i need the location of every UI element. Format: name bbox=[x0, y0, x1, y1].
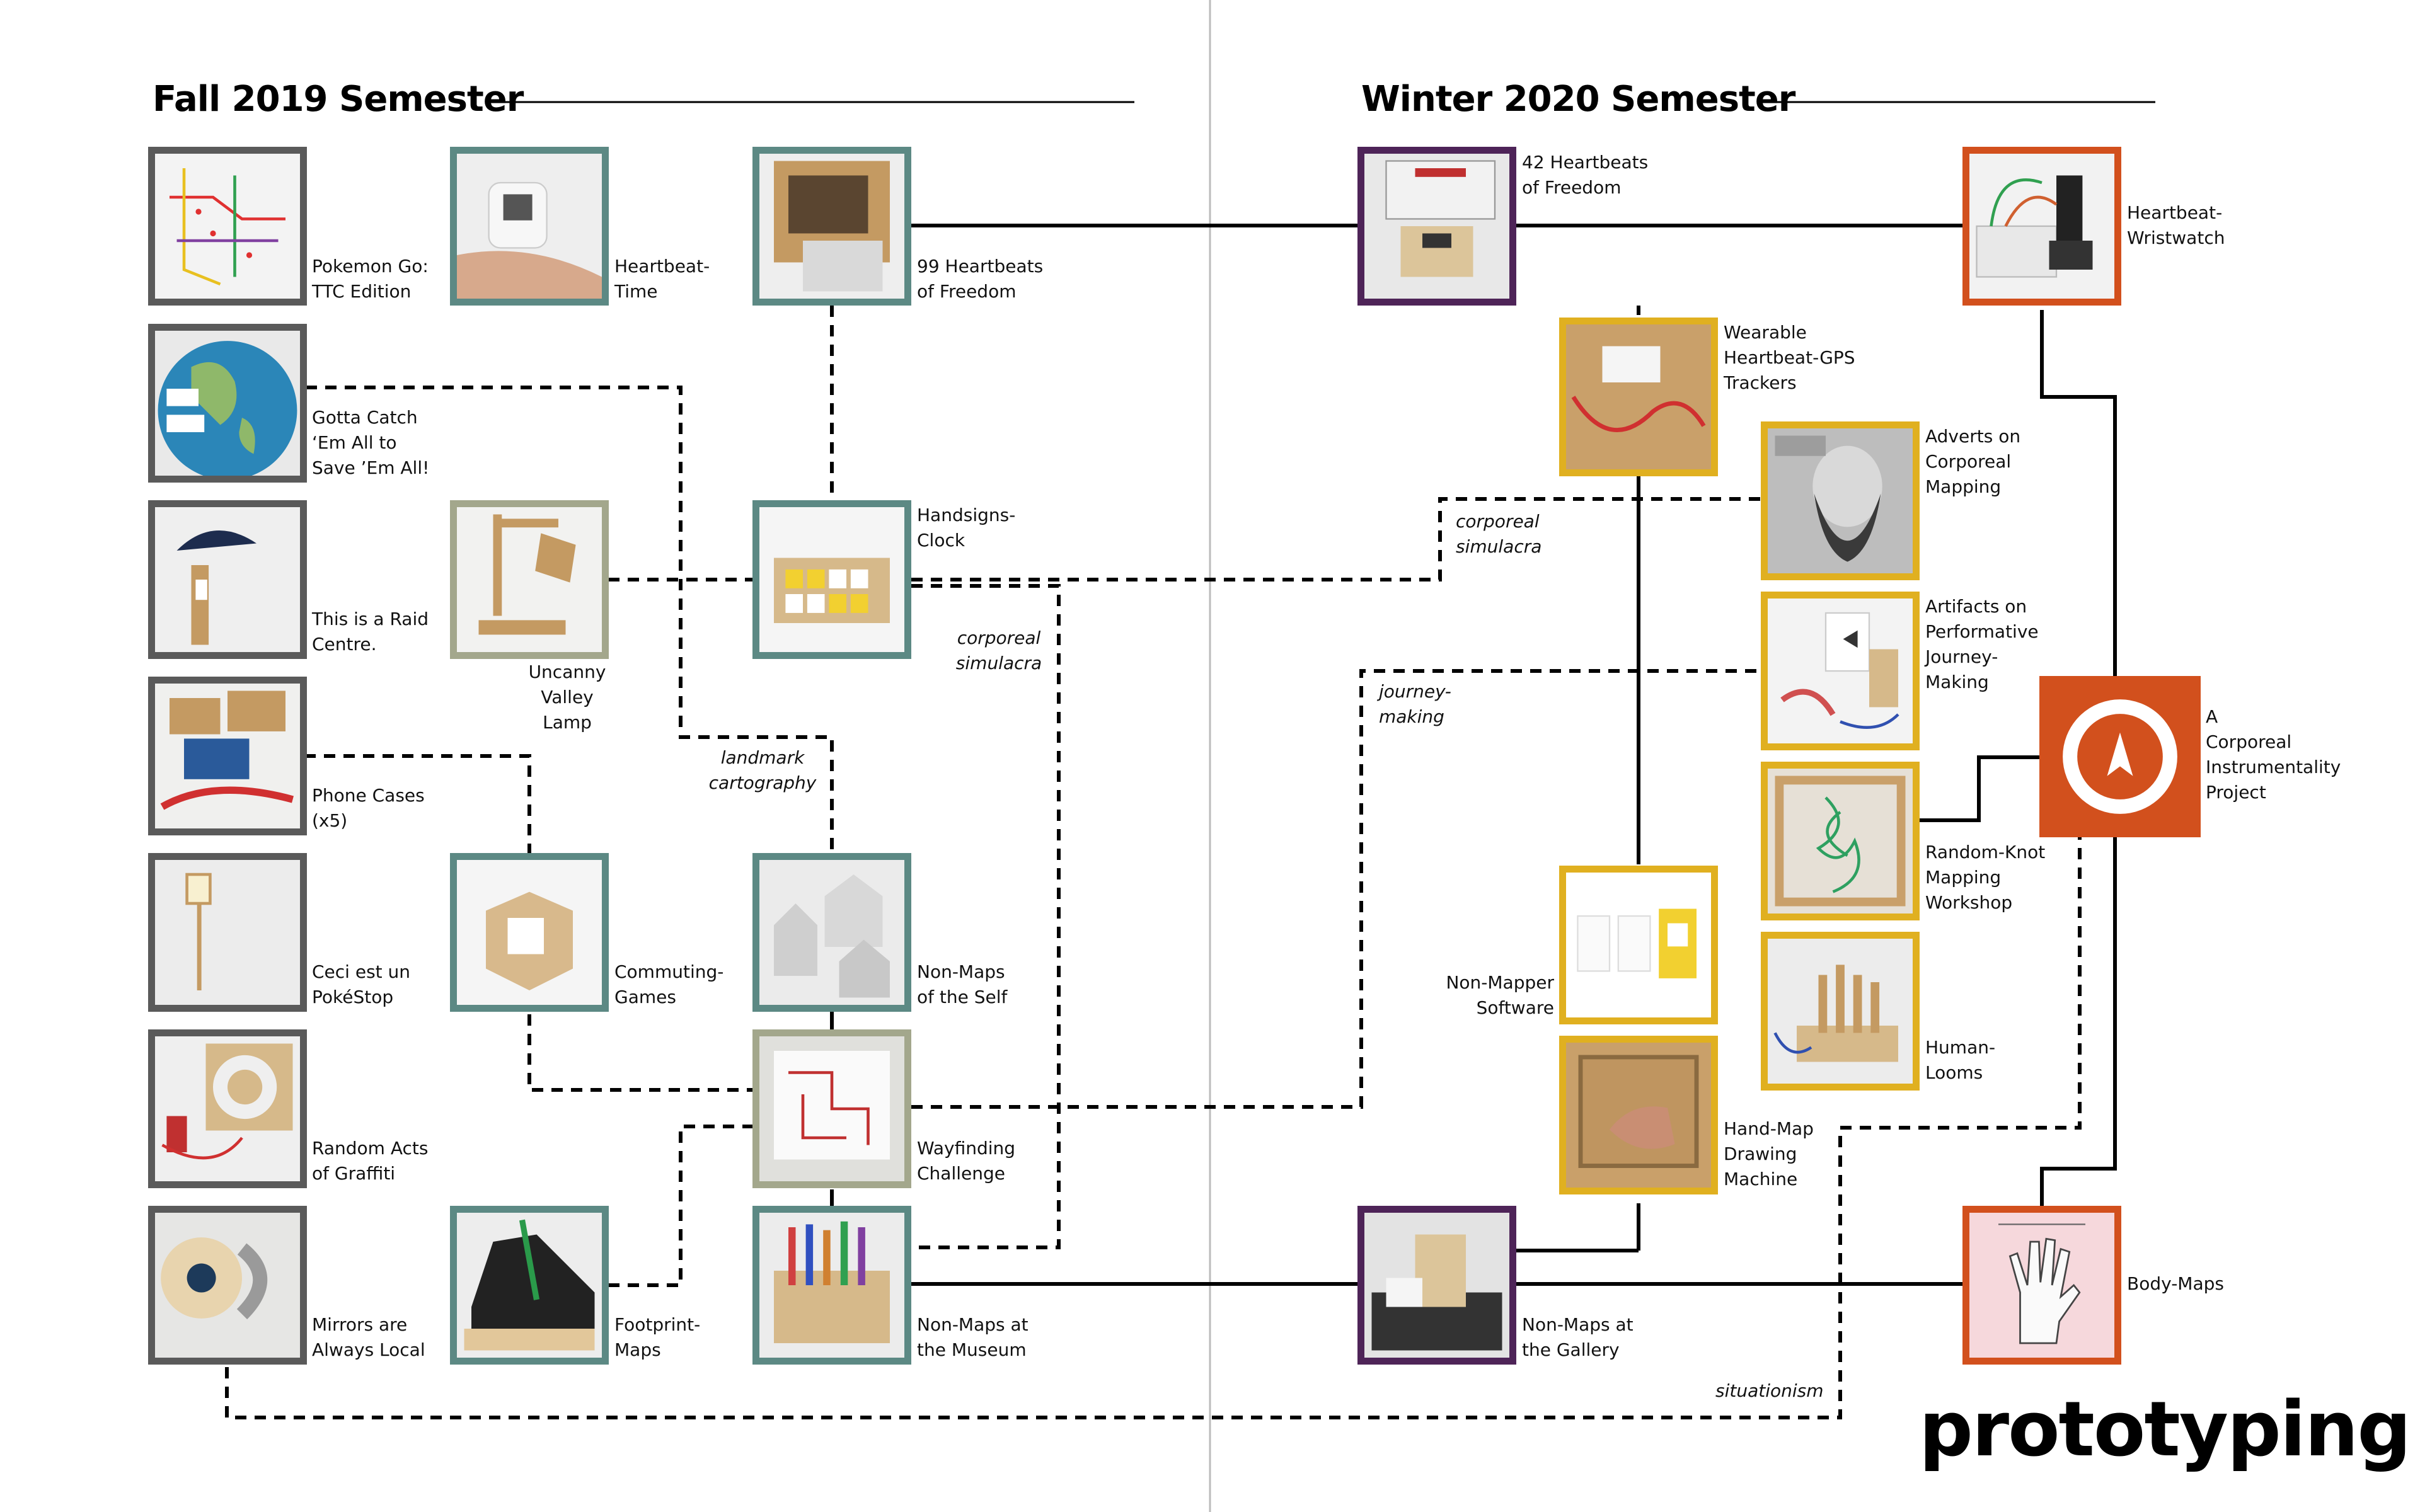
project-thumbnail-uncanny-lamp[interactable] bbox=[450, 500, 609, 659]
electronics-box-image bbox=[759, 154, 904, 299]
globe-map-image bbox=[155, 331, 300, 476]
project-thumbnail-adverts[interactable] bbox=[1761, 421, 1920, 580]
project-thumbnail-mirrors[interactable] bbox=[148, 1206, 307, 1365]
label-heartbeat-wristwatch: Heartbeat-Wristwatch bbox=[2127, 202, 2225, 248]
graffiti-stencil-image bbox=[155, 1036, 300, 1181]
gps-tracker-image bbox=[1566, 324, 1711, 469]
project-thumbnail-pokestop[interactable] bbox=[148, 853, 307, 1012]
hand-diagram-image bbox=[1969, 1213, 2114, 1358]
acip-logo-tile[interactable] bbox=[2039, 676, 2201, 837]
gallery-installation-image bbox=[1364, 1213, 1509, 1358]
project-thumbnail-non-maps-museum[interactable] bbox=[752, 1206, 911, 1365]
paper-houses-image bbox=[759, 860, 904, 1005]
prototyping-wordmark: prototyping bbox=[1919, 1386, 2411, 1474]
project-thumbnail-commuting-games[interactable] bbox=[450, 853, 609, 1012]
project-thumbnail-footprint-maps[interactable] bbox=[450, 1206, 609, 1365]
subway-map-image bbox=[155, 154, 300, 299]
loom-blocks-image bbox=[1768, 939, 1913, 1084]
cardboard-lamp-image bbox=[457, 507, 602, 652]
theme-journey-making: journey-making bbox=[1379, 681, 1451, 727]
drawing-machine-image bbox=[1566, 1043, 1711, 1188]
project-thumbnail-heartbeat-time[interactable] bbox=[450, 147, 609, 306]
label-handsigns-clock: Handsigns-Clock bbox=[917, 505, 1016, 551]
pen-holder-image bbox=[759, 1213, 904, 1358]
label-body-maps: Body-Maps bbox=[2127, 1273, 2224, 1294]
phone-cases-image bbox=[155, 684, 300, 828]
breadboard-circuit-image bbox=[1969, 154, 2114, 299]
project-thumbnail-42-heartbeats[interactable] bbox=[1357, 147, 1516, 306]
wrist-watch-image bbox=[457, 154, 602, 299]
project-thumbnail-hand-map[interactable] bbox=[1559, 1036, 1718, 1194]
shoe-image bbox=[457, 1213, 602, 1358]
bearded-portrait-image bbox=[1768, 428, 1913, 573]
project-thumbnail-graffiti[interactable] bbox=[148, 1029, 307, 1188]
umbrella-sign-image bbox=[155, 507, 300, 652]
project-thumbnail-heartbeat-wristwatch[interactable] bbox=[1962, 147, 2121, 306]
wood-box-device-image bbox=[1364, 154, 1509, 299]
fall-semester-title: Fall 2019 Semester bbox=[153, 79, 524, 120]
label-commuting-games: Commuting-Games bbox=[614, 961, 724, 1007]
label-heartbeat-time: Heartbeat-Time bbox=[614, 256, 710, 302]
project-thumbnail-random-knot[interactable] bbox=[1761, 762, 1920, 920]
winter-semester-title: Winter 2020 Semester bbox=[1361, 79, 1795, 120]
project-thumbnail-wearable-gps[interactable] bbox=[1559, 318, 1718, 476]
project-thumbnail-raid-centre[interactable] bbox=[148, 500, 307, 659]
theme-situationism: situationism bbox=[1715, 1380, 1824, 1401]
knot-frame-image bbox=[1768, 769, 1913, 914]
label-pokemon-go: Pokemon Go:TTC Edition bbox=[312, 256, 429, 302]
project-thumbnail-99-heartbeats[interactable] bbox=[752, 147, 911, 306]
project-thumbnail-non-maps-self[interactable] bbox=[752, 853, 911, 1012]
label-footprint-maps: Footprint-Maps bbox=[614, 1314, 701, 1360]
clock-panel-image bbox=[759, 507, 904, 652]
project-thumbnail-wayfinding[interactable] bbox=[752, 1029, 911, 1188]
project-thumbnail-body-maps[interactable] bbox=[1962, 1206, 2121, 1365]
project-thumbnail-phone-cases[interactable] bbox=[148, 677, 307, 835]
pokestop-sign-image bbox=[155, 860, 300, 1005]
project-thumbnail-handsigns-clock[interactable] bbox=[752, 500, 911, 659]
software-screens-image bbox=[1566, 873, 1711, 1017]
label-human-looms: Human-Looms bbox=[1925, 1037, 1996, 1083]
mirror-sculpture-image bbox=[155, 1213, 300, 1358]
drawn-map-image bbox=[759, 1036, 904, 1181]
project-thumbnail-human-looms[interactable] bbox=[1761, 932, 1920, 1091]
project-thumbnail-artifacts[interactable] bbox=[1761, 592, 1920, 750]
project-thumbnail-pokemon-go[interactable] bbox=[148, 147, 307, 306]
project-thumbnail-non-maps-gallery[interactable] bbox=[1357, 1206, 1516, 1365]
compass-logo-icon bbox=[2063, 699, 2177, 814]
project-thumbnail-non-mapper[interactable] bbox=[1559, 866, 1718, 1024]
label-phone-cases: Phone Cases(x5) bbox=[312, 785, 425, 831]
paper-artifacts-image bbox=[1768, 598, 1913, 743]
game-cube-image bbox=[457, 860, 602, 1005]
project-thumbnail-gotta-catch[interactable] bbox=[148, 324, 307, 483]
